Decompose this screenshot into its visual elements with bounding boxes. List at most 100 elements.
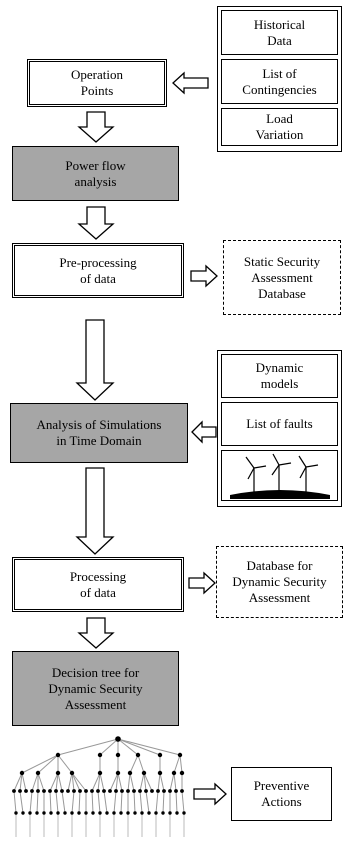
tree-edge <box>97 790 101 814</box>
power-flow-label: Power flow analysis <box>65 157 126 189</box>
tree-edge <box>175 790 178 814</box>
list-of-faults-label: List of faults <box>246 416 313 431</box>
tree-edge <box>71 790 75 814</box>
tree-edge <box>21 772 27 792</box>
tree-edge <box>21 754 59 774</box>
historical-data-label: Historical Data <box>253 16 306 48</box>
arrow-left-operation-points <box>172 71 209 95</box>
tree-edge <box>155 790 159 814</box>
tree-node <box>140 811 144 815</box>
tree-node <box>168 789 172 793</box>
tree-node <box>138 789 142 793</box>
tree-edge <box>29 790 33 814</box>
tree-edge <box>129 754 139 774</box>
tree-node <box>84 811 88 815</box>
tree-node <box>135 752 141 758</box>
arrow-right-static-db <box>190 264 218 288</box>
tree-edge <box>129 772 135 792</box>
input-stack-top: Historical Data List of Contingencies Lo… <box>217 6 342 152</box>
tree-node <box>21 811 25 815</box>
tree-edge <box>173 754 181 774</box>
tree-node <box>171 770 177 776</box>
tree-node <box>36 789 40 793</box>
tree-node <box>77 811 81 815</box>
arrow-down-to-preprocessing <box>77 206 115 240</box>
tree-node <box>70 811 74 815</box>
tree-edge <box>57 772 63 792</box>
tree-node <box>162 789 166 793</box>
tree-edge <box>169 772 175 792</box>
tree-edge <box>139 772 145 792</box>
tree-node <box>91 811 95 815</box>
tree-edge <box>109 772 119 792</box>
tree-edge <box>127 772 131 792</box>
tree-node <box>14 811 18 815</box>
tree-edge <box>57 754 73 774</box>
wind-turbines-icon <box>229 453 330 499</box>
tree-node <box>55 770 61 776</box>
tree-node <box>12 789 16 793</box>
tree-node <box>56 811 60 815</box>
tree-node <box>161 811 165 815</box>
arrow-left-time-domain <box>191 420 217 444</box>
tree-edge <box>67 772 73 792</box>
tree-node <box>35 770 41 776</box>
tree-edge <box>137 754 145 774</box>
tree-node <box>182 811 186 815</box>
tree-node <box>66 789 70 793</box>
operation-points-box: Operation Points <box>27 59 167 107</box>
tree-node <box>127 770 133 776</box>
tree-node <box>132 789 136 793</box>
preprocessing-label: Pre-processing of data <box>59 254 137 286</box>
tree-node <box>157 770 163 776</box>
arrow-down-to-decision-tree <box>77 617 115 649</box>
tree-edge <box>49 772 59 792</box>
list-of-contingencies-box: List of Contingencies <box>221 59 338 104</box>
tree-node <box>147 811 151 815</box>
tree-edge <box>31 772 39 792</box>
tree-node <box>119 811 123 815</box>
load-variation-box: Load Variation <box>221 108 338 146</box>
tree-node <box>97 752 103 758</box>
historical-data-box: Historical Data <box>221 10 338 55</box>
tree-node <box>157 752 163 758</box>
tree-edge <box>91 790 94 814</box>
tree-edge <box>157 772 161 792</box>
tree-edge <box>143 772 147 792</box>
tree-edge <box>13 772 23 792</box>
tree-edge <box>173 772 177 792</box>
tree-node <box>96 789 100 793</box>
tree-node <box>168 811 172 815</box>
tree-edge <box>61 790 66 814</box>
tree-node <box>174 789 178 793</box>
tree-node <box>108 789 112 793</box>
tree-edge <box>117 772 123 792</box>
tree-node <box>35 811 39 815</box>
tree-edge <box>13 790 17 814</box>
list-of-contingencies-label: List of Contingencies <box>242 65 317 97</box>
tree-edge <box>49 790 52 814</box>
tree-edge <box>37 772 45 792</box>
tree-edge <box>103 790 108 814</box>
tree-edge <box>115 772 119 792</box>
tree-node <box>98 811 102 815</box>
tree-node <box>30 789 34 793</box>
tree-node <box>141 770 147 776</box>
operation-points-label: Operation Points <box>71 67 123 98</box>
tree-node <box>133 811 137 815</box>
tree-edge <box>145 790 150 814</box>
tree-node <box>78 789 82 793</box>
tree-edge <box>78 790 81 814</box>
wind-farm-box <box>221 450 338 501</box>
arrow-down-to-time-domain <box>75 319 115 401</box>
tree-edge <box>117 738 161 756</box>
tree-node <box>97 770 103 776</box>
dynamic-models-label: Dynamic models <box>255 360 304 391</box>
tree-edge <box>19 772 23 792</box>
input-stack-mid: Dynamic models List of faults <box>217 350 342 507</box>
tree-node <box>115 736 121 742</box>
tree-edge <box>99 738 119 756</box>
tree-node <box>19 770 25 776</box>
tree-edge <box>139 790 143 814</box>
tree-edge <box>120 790 123 814</box>
